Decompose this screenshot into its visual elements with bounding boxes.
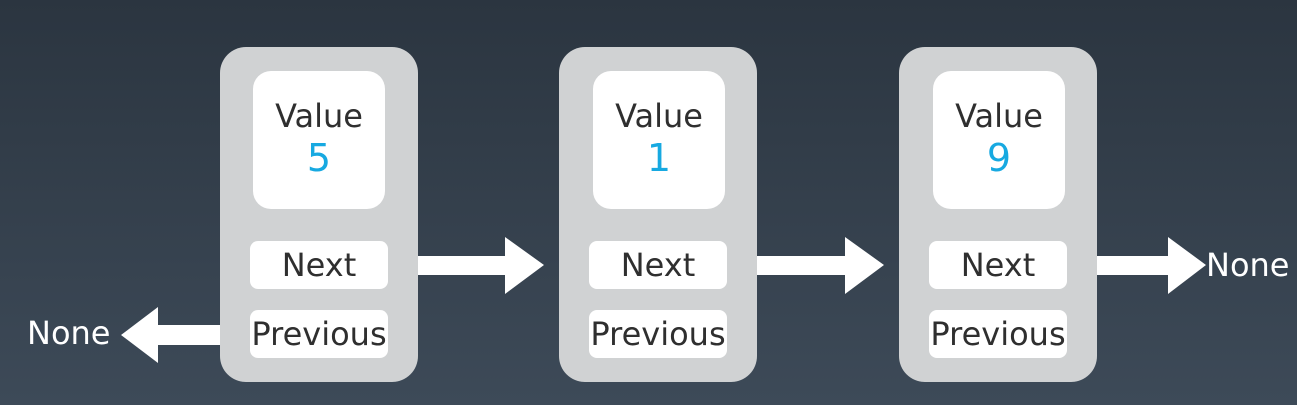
value-number: 5 xyxy=(306,135,332,180)
previous-arrow-1 xyxy=(121,307,250,363)
value-number: 9 xyxy=(986,135,1012,180)
list-node-3: Value 9 Next Previous xyxy=(899,47,1097,382)
next-arrow-2 xyxy=(728,237,884,294)
none-label-left: None xyxy=(27,314,111,352)
value-label: Value xyxy=(955,96,1043,135)
next-arrow-1 xyxy=(388,237,544,294)
value-label: Value xyxy=(275,96,363,135)
value-box: Value 1 xyxy=(593,71,725,209)
previous-field: Previous xyxy=(929,310,1067,358)
none-label-right: None xyxy=(1206,246,1290,284)
value-number: 1 xyxy=(646,135,672,180)
value-label: Value xyxy=(615,96,703,135)
previous-field: Previous xyxy=(589,310,727,358)
value-box: Value 5 xyxy=(253,71,385,209)
list-node-2: Value 1 Next Previous xyxy=(559,47,757,382)
list-node-1: Value 5 Next Previous xyxy=(220,47,418,382)
next-field: Next xyxy=(250,241,388,289)
next-field: Next xyxy=(589,241,727,289)
value-box: Value 9 xyxy=(933,71,1065,209)
previous-field: Previous xyxy=(250,310,388,358)
next-arrow-3 xyxy=(1067,237,1206,294)
next-field: Next xyxy=(929,241,1067,289)
